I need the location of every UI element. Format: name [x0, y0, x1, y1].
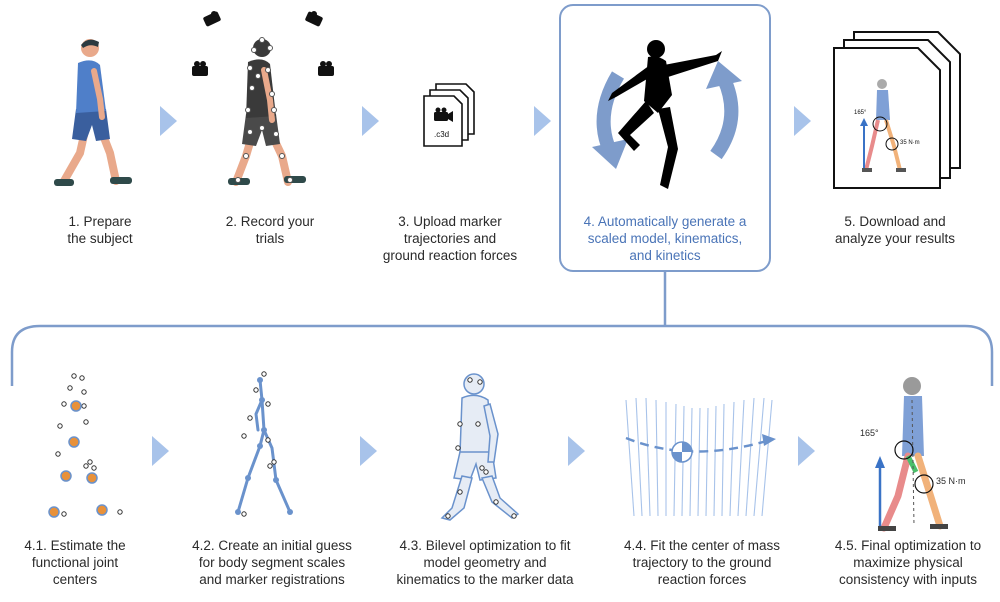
- camera-icon: [305, 11, 323, 27]
- flow-arrow: [568, 436, 585, 466]
- center-of-mass-figure: [625, 397, 776, 517]
- camera-icon: [192, 61, 208, 76]
- flow-arrow: [362, 106, 379, 136]
- c3d-files-figure: .c3d: [423, 83, 475, 147]
- moment-annotation: 35 N·m: [900, 140, 920, 146]
- joint-centers-figure: [48, 373, 123, 518]
- walking-person-figure: [54, 39, 132, 186]
- step-4-highlight-box: [559, 4, 771, 272]
- angle-annotation-large: 165°: [860, 428, 879, 438]
- skeleton-guess-figure: [235, 371, 293, 517]
- camera-icon: [203, 11, 221, 27]
- flow-arrow: [798, 436, 815, 466]
- final-optimization-figure: [875, 377, 948, 532]
- file-extension-label: .c3d: [434, 130, 449, 139]
- flow-arrow: [160, 106, 177, 136]
- rotating-model-figure: [592, 40, 742, 189]
- camera-icon: [434, 107, 453, 122]
- flow-arrow: [794, 106, 811, 136]
- flow-arrow: [152, 436, 169, 466]
- results-pages-figure: 165° 35 N·m: [833, 31, 961, 189]
- moment-annotation-large: 35 N·m: [936, 476, 966, 486]
- flow-arrow: [534, 106, 551, 136]
- model-fit-figure: [440, 373, 520, 521]
- camera-icon: [318, 61, 334, 76]
- flow-arrow: [360, 436, 377, 466]
- step-4-bracket: [10, 272, 994, 386]
- motion-capture-figure: [192, 11, 334, 186]
- angle-annotation: 165°: [854, 110, 867, 116]
